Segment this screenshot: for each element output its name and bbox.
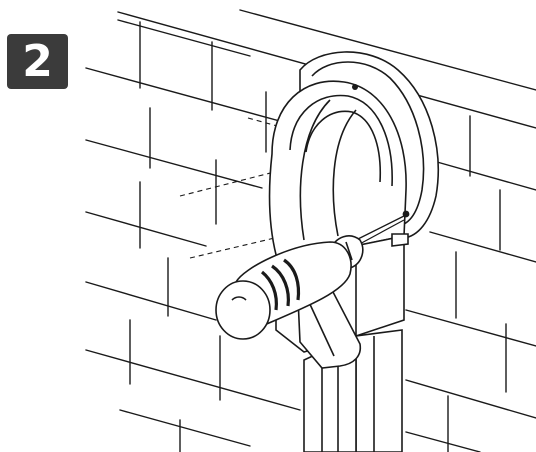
drill-tool [215, 215, 405, 369]
elbow-cover [268, 80, 407, 263]
screw-hole-right [402, 210, 410, 218]
brick-wall [85, 9, 536, 452]
screw-hole-top [352, 84, 358, 90]
drill-end-cap [215, 280, 271, 340]
screw-holes [352, 84, 410, 218]
step-number-badge: 2 [7, 34, 68, 89]
